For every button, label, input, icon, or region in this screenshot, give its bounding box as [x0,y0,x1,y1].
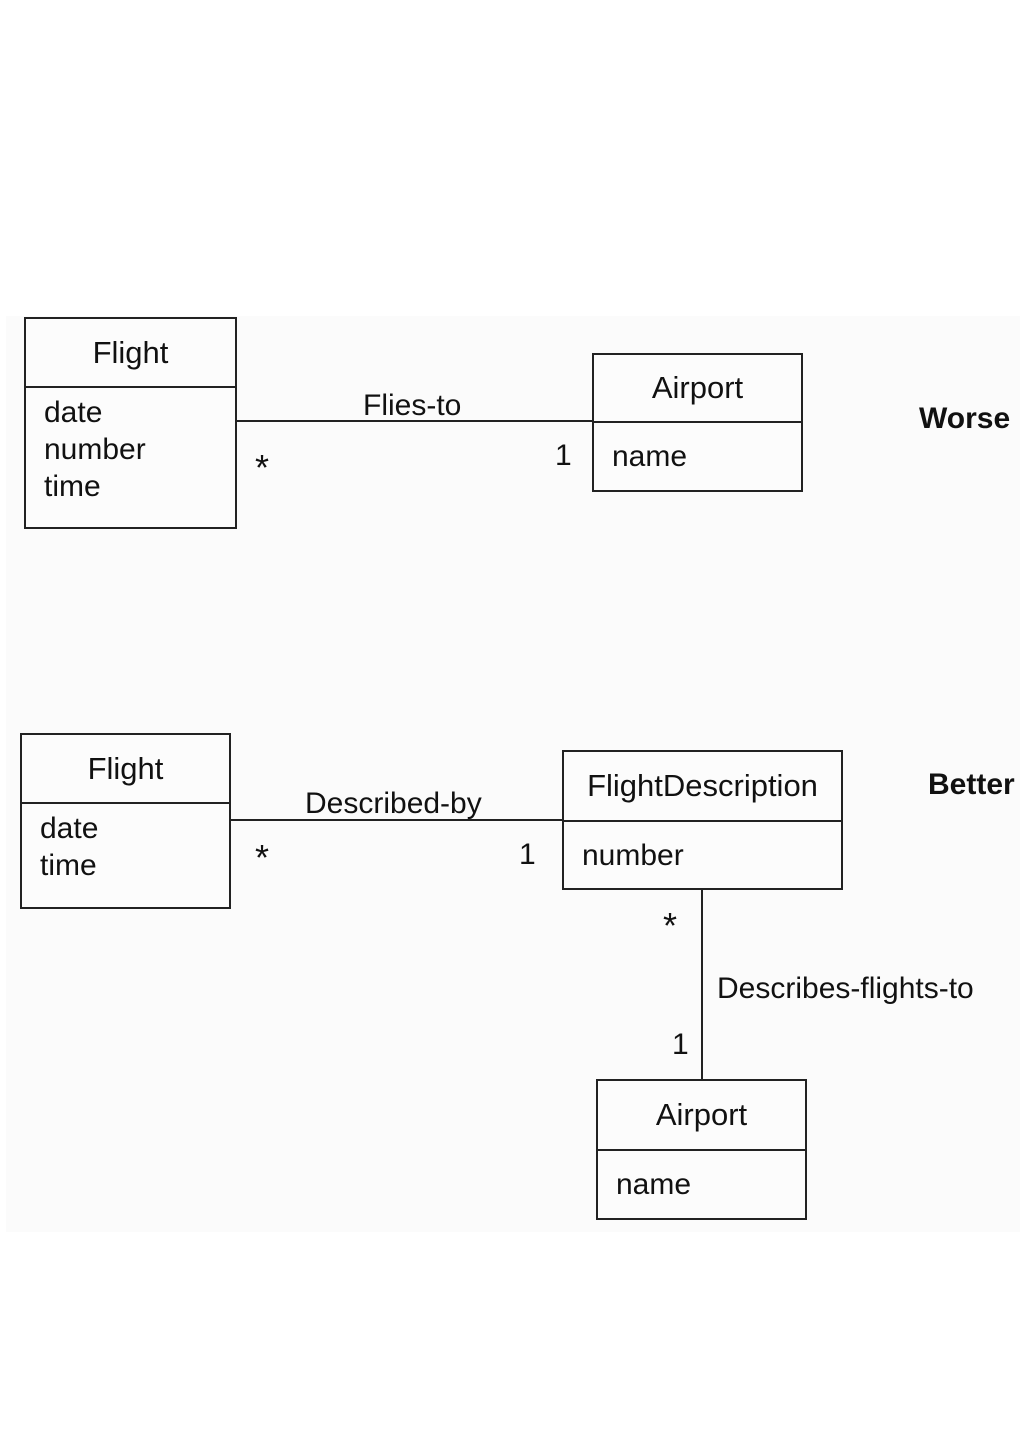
attribute: name [612,440,688,473]
attribute: date [44,396,103,429]
multiplicity-one: 1 [519,838,536,871]
class-name: FlightDescription [564,752,841,822]
verdict-label-worse: Worse [919,402,1011,435]
attribute-list: number [564,822,841,874]
described-by-association-line [231,819,563,821]
attribute: number [582,839,684,872]
multiplicity-many: * [255,837,270,878]
better-airport-class: Airport name [596,1079,807,1220]
multiplicity-many: * [663,905,678,946]
attribute-list: date time [22,804,229,884]
class-name: Airport [598,1081,805,1151]
flies-to-association-line [237,420,593,422]
class-name: Flight [26,319,235,388]
class-name: Flight [22,735,229,804]
class-name: Airport [594,355,801,423]
describes-flights-to-association-line [701,890,703,1080]
attribute: time [44,470,101,503]
better-flight-class: Flight date time [20,733,231,909]
association-label: Describes-flights-to [717,972,974,1005]
attribute: date [40,812,99,845]
association-label: Flies-to [363,389,462,422]
attribute-list: name [598,1151,805,1203]
association-label: Described-by [305,787,482,820]
flight-description-class: FlightDescription number [562,750,843,890]
attribute: name [616,1168,692,1201]
attribute-list: name [594,423,801,475]
attribute: time [40,849,97,882]
multiplicity-many: * [255,447,270,488]
multiplicity-one: 1 [555,439,572,472]
verdict-label-better: Better [928,768,1015,801]
worse-flight-class: Flight date number time [24,317,237,529]
attribute-list: date number time [26,388,235,505]
multiplicity-one: 1 [672,1028,689,1061]
worse-airport-class: Airport name [592,353,803,492]
attribute: number [44,433,146,466]
